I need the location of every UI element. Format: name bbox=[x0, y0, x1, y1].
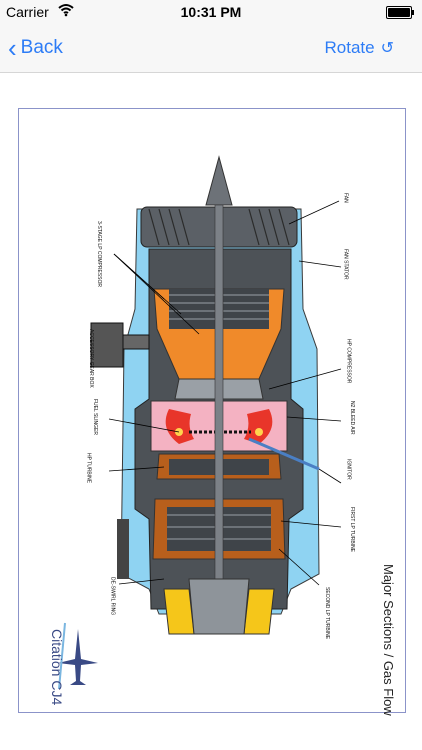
label-fan: FAN bbox=[342, 193, 349, 203]
label-n2-bleed-air: N2 BLEED AIR bbox=[349, 401, 355, 435]
document-page[interactable]: FAN FAN STATOR 3-STAGE LP COMPRESSOR ACC… bbox=[18, 108, 406, 716]
navigation-bar: ‹ Back Rotate ↺ bbox=[0, 24, 422, 73]
label-lp-compressor: 3-STAGE LP COMPRESSOR bbox=[96, 221, 102, 287]
diagram-title: Major Sections / Gas Flow bbox=[381, 564, 396, 716]
status-bar: Carrier 10:31 PM bbox=[0, 0, 422, 24]
label-fan-stator: FAN STATOR bbox=[342, 249, 349, 280]
carrier-label: Carrier bbox=[6, 4, 49, 20]
main-shaft bbox=[214, 204, 224, 616]
exhaust-nozzle bbox=[188, 578, 250, 635]
label-second-lp-turbine: SECOND LP TURBINE bbox=[324, 587, 330, 640]
back-button[interactable]: ‹ Back bbox=[8, 32, 63, 64]
label-fuel-slinger: FUEL SLINGER bbox=[92, 399, 98, 435]
exhaust-left bbox=[163, 588, 195, 635]
label-hp-compressor: HP COMPRESSOR bbox=[345, 339, 352, 384]
nose-cone bbox=[205, 155, 233, 206]
rotate-icon: ↺ bbox=[380, 40, 394, 57]
label-de-swirl-ring: DE-SWIRL RING bbox=[109, 577, 116, 616]
rotate-label: Rotate bbox=[324, 38, 375, 57]
label-ignitor: IGNITOR bbox=[345, 459, 352, 480]
rotate-button[interactable]: Rotate ↺ bbox=[325, 32, 395, 64]
battery-icon bbox=[386, 6, 414, 19]
engine-diagram bbox=[90, 155, 342, 635]
flame-right bbox=[244, 409, 273, 444]
back-label: Back bbox=[20, 37, 63, 58]
chevron-left-icon: ‹ bbox=[8, 33, 17, 63]
label-first-lp-turbine: FIRST LP TURBINE bbox=[349, 507, 355, 553]
label-hp-turbine: HP TURBINE bbox=[85, 453, 92, 484]
exhaust-right bbox=[243, 588, 275, 635]
clock: 10:31 PM bbox=[180, 4, 242, 20]
flame-left bbox=[165, 409, 194, 444]
accessory-gear-box bbox=[90, 322, 124, 368]
wifi-icon bbox=[58, 3, 74, 20]
label-accessory-gear-box: ACCESSORY GEAR BOX bbox=[88, 329, 94, 388]
logo-text: Citation CJ4 bbox=[49, 629, 65, 706]
citation-logo-icon bbox=[58, 622, 98, 690]
